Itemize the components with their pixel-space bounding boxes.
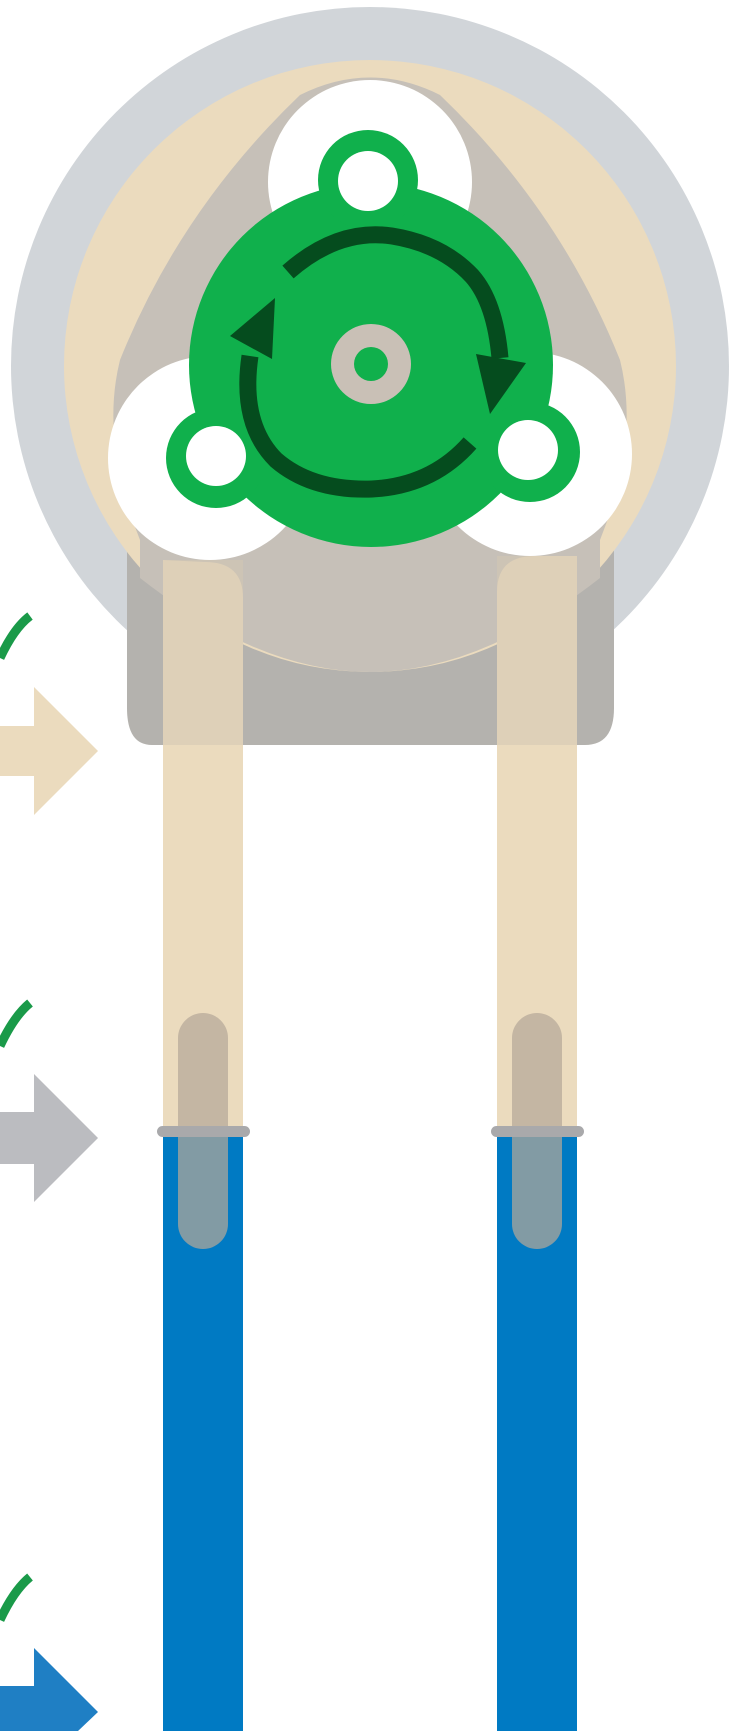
- rotation-arrowhead-left: [230, 298, 275, 359]
- rotor: [166, 130, 580, 547]
- indicator-arc-2: [0, 999, 33, 1048]
- legend-indicator-1: [0, 612, 98, 815]
- rotation-arrow-upper: [282, 226, 509, 359]
- indicator-arc-3: [0, 1573, 33, 1622]
- legend-indicator-3: [0, 1573, 98, 1731]
- hub-center: [354, 347, 388, 381]
- connector-indicator-arrow: [0, 1074, 98, 1202]
- rotation-arrow-lower: [239, 354, 477, 498]
- roller-left-axle: [186, 426, 246, 486]
- left-tube-shadow: [163, 560, 243, 745]
- legend-indicator-2: [0, 999, 98, 1202]
- right-hose-clamp: [491, 1126, 584, 1137]
- right-tube-shadow: [497, 556, 577, 745]
- pump-tubing-indicator-arrow: [0, 687, 98, 815]
- left-hose-clamp: [157, 1126, 250, 1137]
- rotation-arrowhead-right: [476, 354, 526, 414]
- roller-right-axle: [498, 420, 558, 480]
- rotation-arrow: [230, 226, 526, 498]
- roller-top-axle: [338, 151, 398, 211]
- indicator-arc-1: [0, 612, 33, 660]
- outlet-tubing-indicator-arrow: [0, 1648, 98, 1731]
